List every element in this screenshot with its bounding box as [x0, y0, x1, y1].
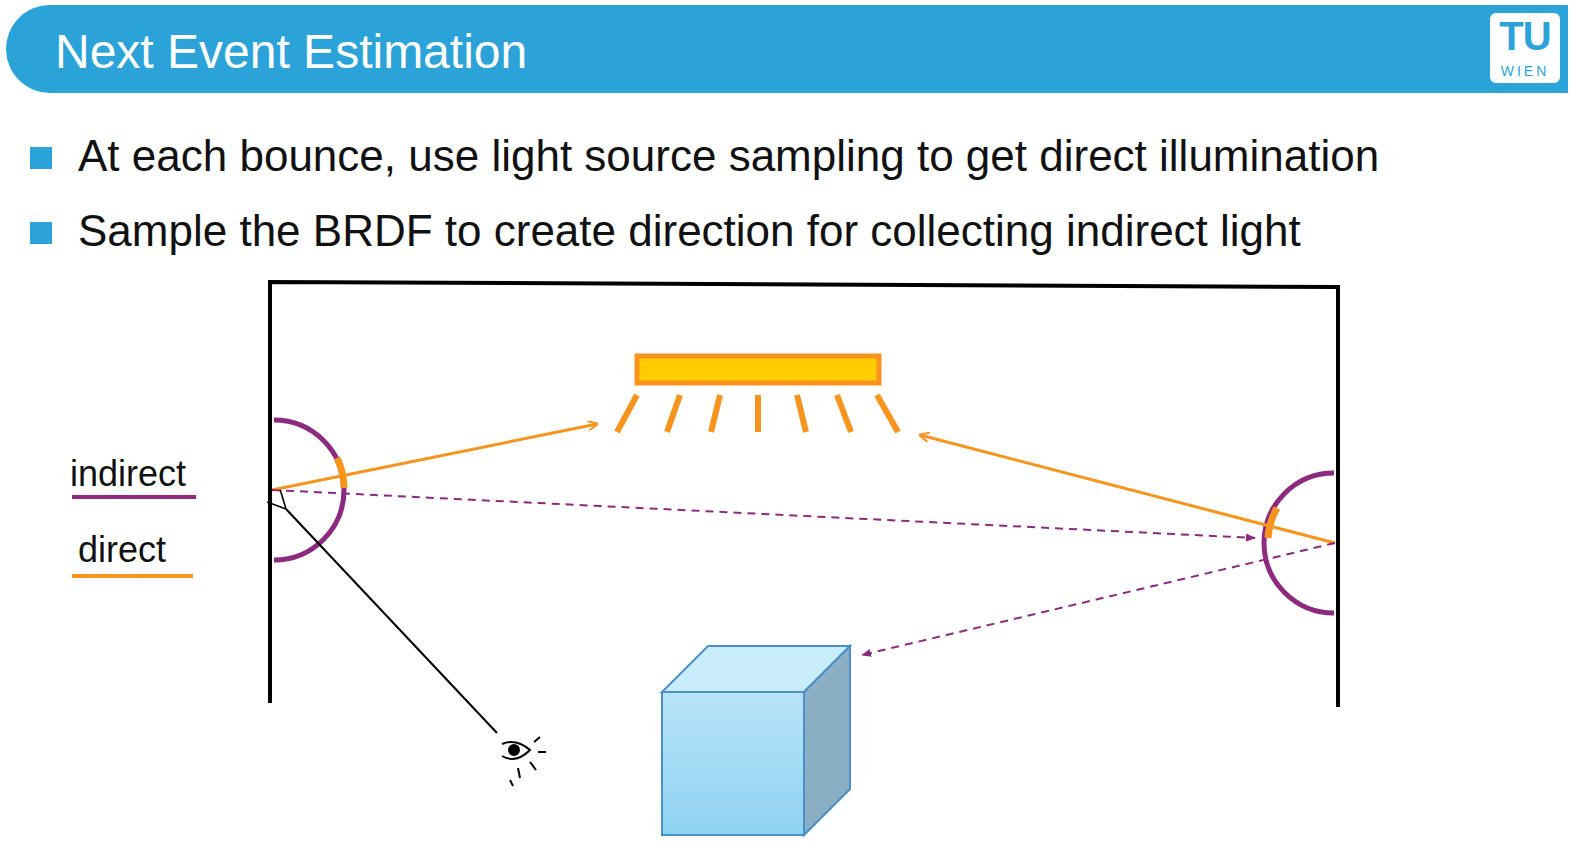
logo-text: WIEN [1501, 64, 1550, 78]
brdf-hemisphere [274, 420, 344, 560]
legend-line [72, 495, 196, 499]
brdf-hemisphere [1264, 473, 1334, 613]
light-source [637, 356, 879, 383]
slide-title: Next Event Estimation [55, 28, 527, 76]
direct-ray [920, 435, 1335, 543]
indirect-ray [272, 490, 1255, 538]
direct-ray [272, 424, 597, 490]
room-walls [270, 282, 1338, 707]
bullet-square [30, 147, 52, 169]
legend-text: indirect [70, 456, 186, 492]
indirect-ray [862, 543, 1335, 655]
legend-text: direct [78, 532, 166, 568]
logo-box [1490, 13, 1560, 83]
bullet-square [30, 222, 52, 244]
bullet-text: At each bounce, use light source samplin… [78, 134, 1379, 178]
light-rays [617, 395, 898, 432]
legend-line [72, 574, 193, 578]
logo-text: TU [1499, 16, 1550, 56]
eye-icon [502, 737, 546, 786]
light-solid-angle [1268, 508, 1277, 538]
camera-ray [286, 509, 497, 733]
bullet-text: Sample the BRDF to create direction for … [78, 209, 1301, 253]
cube [662, 646, 850, 835]
header-bar [6, 5, 1568, 93]
light-solid-angle [337, 458, 344, 488]
